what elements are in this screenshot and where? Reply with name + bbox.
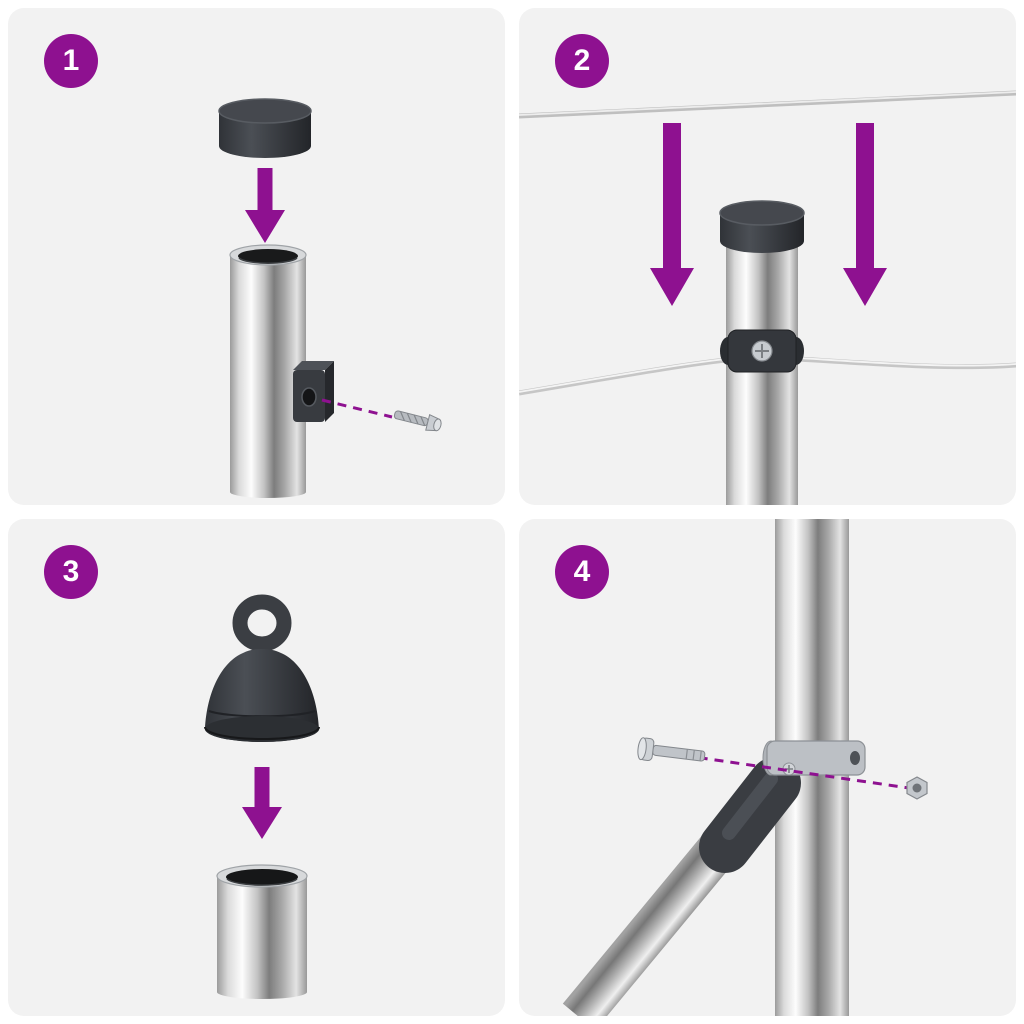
eyelet-cap-icon [204,594,320,742]
illustration-step-2 [519,90,1016,505]
bolt-guide-dashed-line [666,751,910,790]
nut-icon [906,776,928,800]
step-number: 3 [62,555,80,588]
down-arrow-icon [245,168,285,243]
step-panel-2: 2 [519,8,1016,505]
screw-icon [393,410,442,432]
post-cap-icon [218,98,312,158]
wire-holder-bracket-icon [293,361,334,422]
tension-wire-top [519,90,1016,119]
capped-post [719,200,805,505]
step-number-badge: 4 [555,545,609,599]
step-panel-4: 4 [519,519,1016,1016]
step-panel-3: 3 [8,519,505,1016]
strap-clamp-icon [762,740,866,776]
illustration-step-1 [218,98,442,498]
down-arrow-icon-right [843,123,887,306]
step-number-badge: 1 [44,34,98,88]
step-number-badge: 2 [555,34,609,88]
bolt-icon [637,737,706,762]
step-number-badge: 3 [44,545,98,599]
step-number: 1 [62,44,80,77]
illustration-step-4 [562,519,928,1016]
brace-connector-icon [699,757,801,873]
step-number: 2 [573,44,591,77]
screw-guide-dashed-line [321,398,393,419]
metal-post [229,244,307,498]
wire-clamp-icon [720,329,804,373]
metal-post [216,864,308,999]
step-number: 4 [573,555,591,588]
down-arrow-icon-left [650,123,694,306]
illustration-step-3 [204,594,320,999]
step-panel-1: 1 [8,8,505,505]
down-arrow-icon [242,767,282,839]
